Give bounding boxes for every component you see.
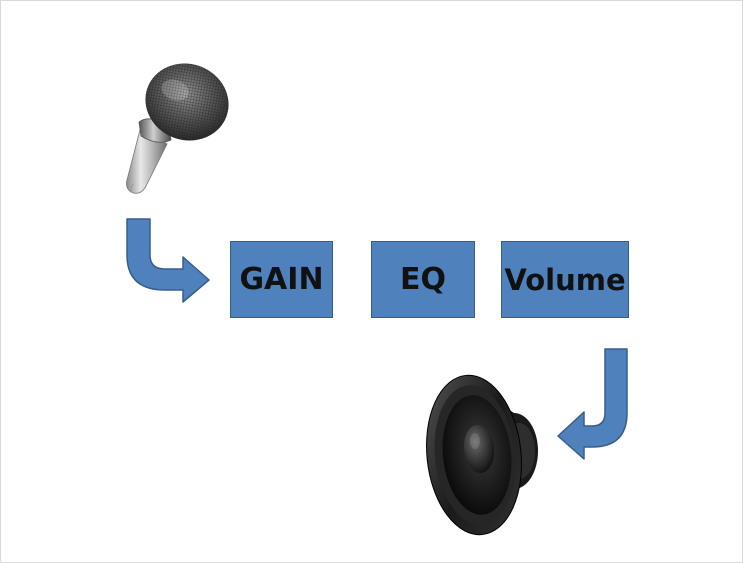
input-arrow [126,218,210,303]
volume-block: Volume [501,241,629,318]
eq-label: EQ [400,262,446,297]
gain-label: GAIN [239,262,324,297]
eq-block: EQ [371,241,475,318]
volume-label: Volume [504,262,626,297]
output-arrow [557,348,628,460]
gain-block: GAIN [230,241,333,318]
speaker-icon [426,374,538,536]
microphone-icon [126,63,229,194]
